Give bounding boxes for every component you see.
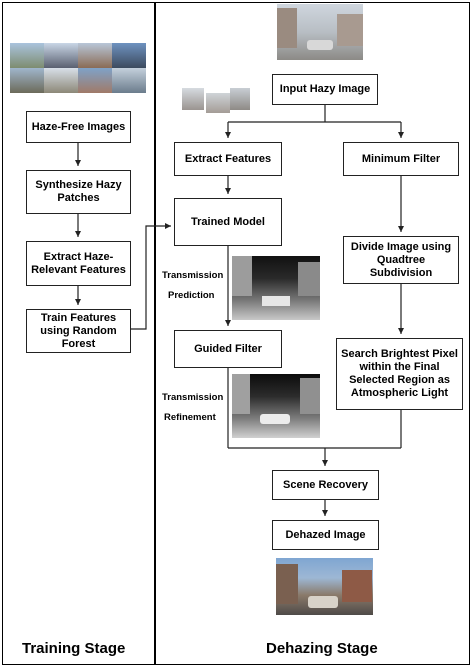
transmission-prediction-label-2: Prediction — [168, 290, 215, 301]
figure-frame — [2, 2, 470, 665]
hazy-patch-3 — [230, 88, 250, 110]
transmission-prediction-map — [232, 256, 320, 320]
hazy-patch-2 — [206, 93, 230, 113]
dehazed-output-picture — [276, 558, 373, 615]
extract-features-box: Extract Features — [174, 142, 282, 176]
divide-image-label: Divide Image using Quadtree Subdivision — [350, 240, 452, 279]
training-image-collage — [10, 43, 146, 93]
guided-filter-box: Guided Filter — [174, 330, 282, 368]
arrow-train-to-model — [131, 223, 171, 330]
scene-recovery-label: Scene Recovery — [283, 478, 368, 491]
transmission-refinement-label-1: Transmission — [162, 392, 224, 403]
trained-model-label: Trained Model — [191, 215, 265, 228]
search-brightest-label: Search Brightest Pixel within the Final … — [341, 348, 458, 399]
train-random-forest-box: Train Features using Random Forest — [26, 309, 131, 353]
transmission-refinement-map — [232, 374, 320, 438]
transmission-refinement-label-2: Refinement — [164, 412, 216, 423]
dehazed-image-label: Dehazed Image — [285, 528, 366, 541]
minimum-filter-label: Minimum Filter — [361, 152, 441, 165]
training-stage-title: Training Stage — [22, 640, 126, 657]
haze-free-images-box: Haze-Free Images — [26, 111, 131, 143]
hazy-patch-1 — [182, 88, 204, 110]
synthesize-hazy-patches-box: Synthesize Hazy Patches — [26, 170, 131, 214]
synthesize-hazy-patches-label: Synthesize Hazy Patches — [35, 179, 122, 204]
guided-filter-label: Guided Filter — [194, 342, 262, 355]
input-hazy-image-picture — [277, 4, 363, 60]
extract-haze-relevant-label: Extract Haze-Relevant Features — [31, 250, 126, 276]
haze-free-images-label: Haze-Free Images — [31, 120, 126, 133]
stage-divider — [154, 2, 156, 665]
transmission-prediction-label-1: Transmission — [162, 270, 224, 281]
dehazing-stage-title: Dehazing Stage — [266, 640, 378, 657]
train-random-forest-label: Train Features using Random Forest — [40, 311, 117, 350]
dehazed-image-box: Dehazed Image — [272, 520, 379, 550]
input-hazy-image-label: Input Hazy Image — [279, 83, 371, 95]
search-brightest-box: Search Brightest Pixel within the Final … — [336, 338, 463, 410]
trained-model-box: Trained Model — [174, 198, 282, 246]
extract-haze-relevant-box: Extract Haze-Relevant Features — [26, 241, 131, 286]
input-hazy-image-box: Input Hazy Image — [272, 74, 378, 105]
extract-features-label: Extract Features — [184, 152, 272, 165]
minimum-filter-box: Minimum Filter — [343, 142, 459, 176]
divide-image-box: Divide Image using Quadtree Subdivision — [343, 236, 459, 284]
scene-recovery-box: Scene Recovery — [272, 470, 379, 500]
